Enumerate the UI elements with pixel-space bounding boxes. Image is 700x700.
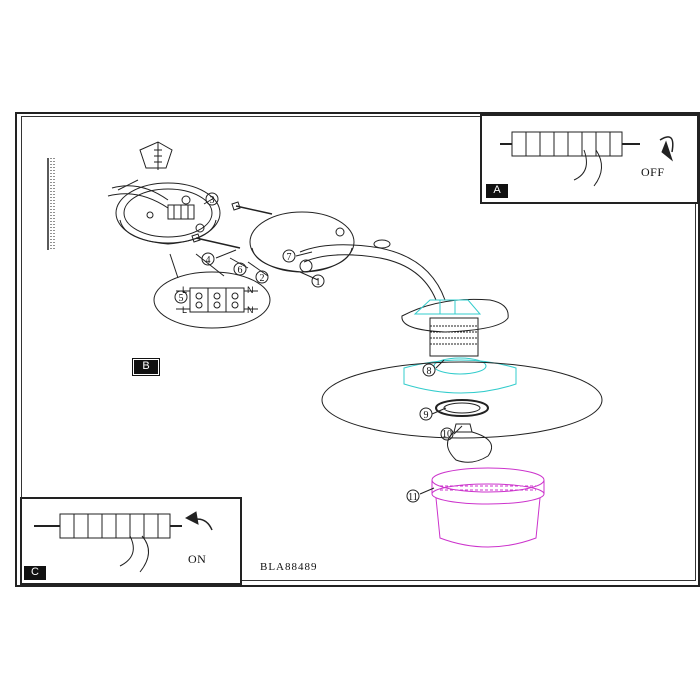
model-code: BLA88489 — [260, 561, 318, 573]
mounting-screws — [191, 201, 273, 249]
terminal-label-n-bottom: N — [247, 305, 254, 315]
off-label: OFF — [641, 165, 665, 179]
lamp-shade — [321, 361, 603, 439]
callout-10: 10 — [442, 429, 452, 440]
callout-6: 6 — [238, 265, 243, 276]
on-arrow-icon — [184, 511, 199, 525]
panel-b-tag: B — [132, 358, 160, 376]
screw-icon — [117, 141, 173, 191]
off-arrow-icon — [661, 140, 674, 162]
on-label: ON — [188, 552, 207, 566]
panel-a-tag: A — [486, 184, 508, 198]
panel-a-switch-off — [480, 114, 699, 204]
sheet-inner-border — [21, 116, 696, 581]
wall-hatch-icon — [47, 158, 55, 250]
lamp-socket — [429, 317, 479, 357]
callout-circles — [174, 192, 454, 503]
callout-2: 2 — [260, 273, 265, 284]
callout-3: 3 — [210, 195, 215, 206]
panel-c-switch-on — [20, 497, 242, 585]
switch-off-illustration — [500, 131, 674, 187]
callout-7: 7 — [287, 252, 292, 263]
callout-5: 5 — [179, 293, 184, 304]
glass-cover — [431, 467, 545, 548]
switch-on-illustration — [34, 513, 213, 573]
terminal-label-l-bottom: L — [182, 305, 187, 315]
lamp-cap — [401, 298, 509, 333]
callout-9: 9 — [424, 410, 429, 421]
callout-11: 11 — [408, 492, 418, 503]
lamp-arm — [299, 239, 446, 301]
ring-nut — [435, 399, 489, 417]
callout-8: 8 — [427, 366, 432, 377]
callout-4: 4 — [206, 255, 211, 266]
panel-c-tag: C — [24, 566, 46, 580]
callout-leaders — [203, 197, 463, 495]
wall-mount-plate — [107, 182, 221, 245]
bulb-icon — [447, 423, 492, 463]
terminal-label-l-top: L — [182, 285, 187, 295]
terminal-label-n-top: N — [247, 285, 254, 295]
callout-1: 1 — [316, 277, 321, 288]
canopy — [249, 211, 355, 273]
